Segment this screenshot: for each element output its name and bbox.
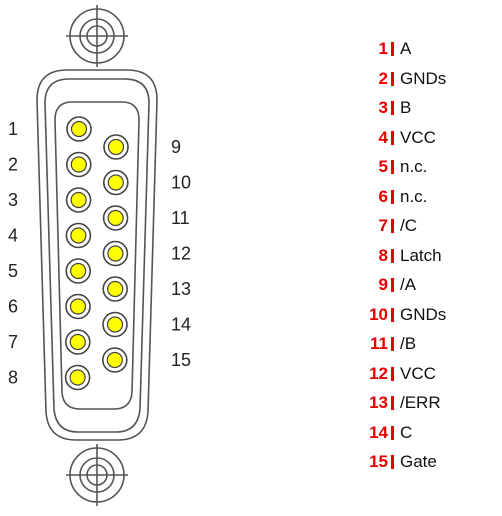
legend-pin-number: 10 — [369, 304, 388, 324]
pin-5 — [65, 258, 91, 284]
legend-row: 15 Gate — [362, 451, 437, 473]
pin-4 — [65, 222, 92, 249]
shell-inner-outline — [54, 101, 140, 410]
legend-row: 4 VCC — [362, 127, 436, 149]
legend-row: 5 n.c. — [362, 156, 428, 178]
pin-10 — [103, 169, 129, 196]
legend-signal-name: n.c. — [400, 157, 428, 176]
pin-label-2: 2 — [8, 155, 18, 175]
legend-separator — [391, 278, 394, 292]
legend-row: 7/C — [362, 215, 417, 237]
pin-7 — [65, 329, 91, 355]
pin-group — [64, 116, 129, 391]
legend-pin-number: 13 — [369, 393, 388, 412]
legend-separator — [391, 366, 394, 381]
legend-signal-name: /B — [400, 334, 417, 353]
legend-separator — [391, 425, 394, 440]
pin-12 — [102, 240, 129, 267]
legend-row: 9/A — [362, 274, 417, 296]
bottom-mounting-screw — [66, 444, 128, 506]
legend-separator — [391, 396, 394, 410]
pin-label-7: 7 — [8, 332, 18, 352]
pin-9 — [103, 134, 129, 160]
legend-pin-number: 11 — [370, 334, 388, 353]
pin-label-4: 4 — [8, 226, 18, 246]
legend-separator — [391, 337, 394, 351]
legend-separator — [391, 42, 394, 56]
legend-signal-name: n.c. — [400, 186, 428, 206]
legend-signal-name: /ERR — [400, 393, 441, 412]
pin-label-3: 3 — [8, 190, 18, 210]
legend-pin-number: 12 — [369, 363, 388, 383]
legend-separator — [391, 71, 394, 86]
pin-label-15: 15 — [171, 350, 191, 370]
legend-separator — [391, 307, 394, 322]
legend-row: 11/B — [362, 333, 416, 355]
legend-separator — [391, 160, 394, 174]
pin-15 — [102, 347, 128, 373]
pin-13 — [102, 276, 128, 302]
legend-signal-name: Latch — [400, 245, 442, 265]
legend-row: 8 Latch — [362, 245, 442, 267]
pin-6 — [65, 293, 91, 320]
pin-1 — [66, 116, 92, 142]
legend-row: 12 VCC — [362, 363, 436, 385]
legend-row: 6 n.c. — [362, 186, 428, 208]
legend-signal-name: VCC — [400, 363, 436, 383]
legend-row: 13/ERR — [362, 392, 441, 414]
legend-separator — [391, 189, 394, 204]
legend-separator — [391, 455, 394, 469]
pin-2 — [66, 151, 92, 178]
legend-separator — [391, 101, 394, 115]
legend-pin-number: 9 — [378, 275, 388, 294]
pin-label-13: 13 — [171, 279, 191, 299]
legend-signal-name: GNDs — [400, 304, 447, 324]
legend-pin-number: 8 — [378, 245, 388, 265]
shell-middle-outline — [44, 78, 150, 433]
top-mounting-screw — [66, 5, 128, 67]
legend-row: 2 GNDs — [362, 68, 447, 90]
legend-pin-number: 1 — [378, 39, 388, 58]
pin-11 — [102, 205, 129, 231]
legend-signal-name: GNDs — [400, 68, 447, 88]
shell-outer-outline — [36, 69, 158, 441]
legend-signal-name: VCC — [400, 127, 436, 147]
pin-3 — [65, 187, 92, 213]
legend-signal-name: Gate — [400, 452, 437, 471]
legend-pin-number: 2 — [378, 68, 388, 88]
pin-14 — [102, 311, 128, 338]
pin-label-5: 5 — [8, 261, 18, 281]
legend-separator — [391, 248, 394, 263]
legend-signal-name: B — [400, 98, 412, 117]
pin-label-11: 11 — [171, 208, 190, 228]
legend-signal-name: /C — [400, 216, 417, 235]
legend-pin-number: 4 — [378, 127, 388, 147]
legend-pin-number: 3 — [378, 98, 388, 117]
legend-row: 14 C — [362, 422, 412, 444]
pin-label-8: 8 — [8, 368, 18, 388]
legend-pin-number: 6 — [378, 186, 388, 206]
legend-pin-number: 15 — [369, 452, 388, 471]
legend-pin-number: 14 — [369, 422, 388, 442]
legend-row: 10 GNDs — [362, 304, 446, 326]
pin-label-6: 6 — [8, 297, 18, 317]
pin-8 — [64, 364, 91, 391]
legend-separator — [391, 219, 394, 233]
pin-label-1: 1 — [8, 119, 18, 139]
pin-label-12: 12 — [171, 244, 191, 264]
legend-signal-name: /A — [400, 275, 417, 294]
pin-label-10: 10 — [171, 173, 191, 193]
legend-signal-name: C — [400, 422, 413, 442]
legend-pin-number: 5 — [378, 157, 388, 176]
pin-label-14: 14 — [171, 315, 191, 335]
legend-signal-name: A — [400, 39, 412, 58]
legend-pin-number: 7 — [378, 216, 388, 235]
pin-label-9: 9 — [171, 137, 181, 157]
legend-separator — [391, 130, 394, 145]
